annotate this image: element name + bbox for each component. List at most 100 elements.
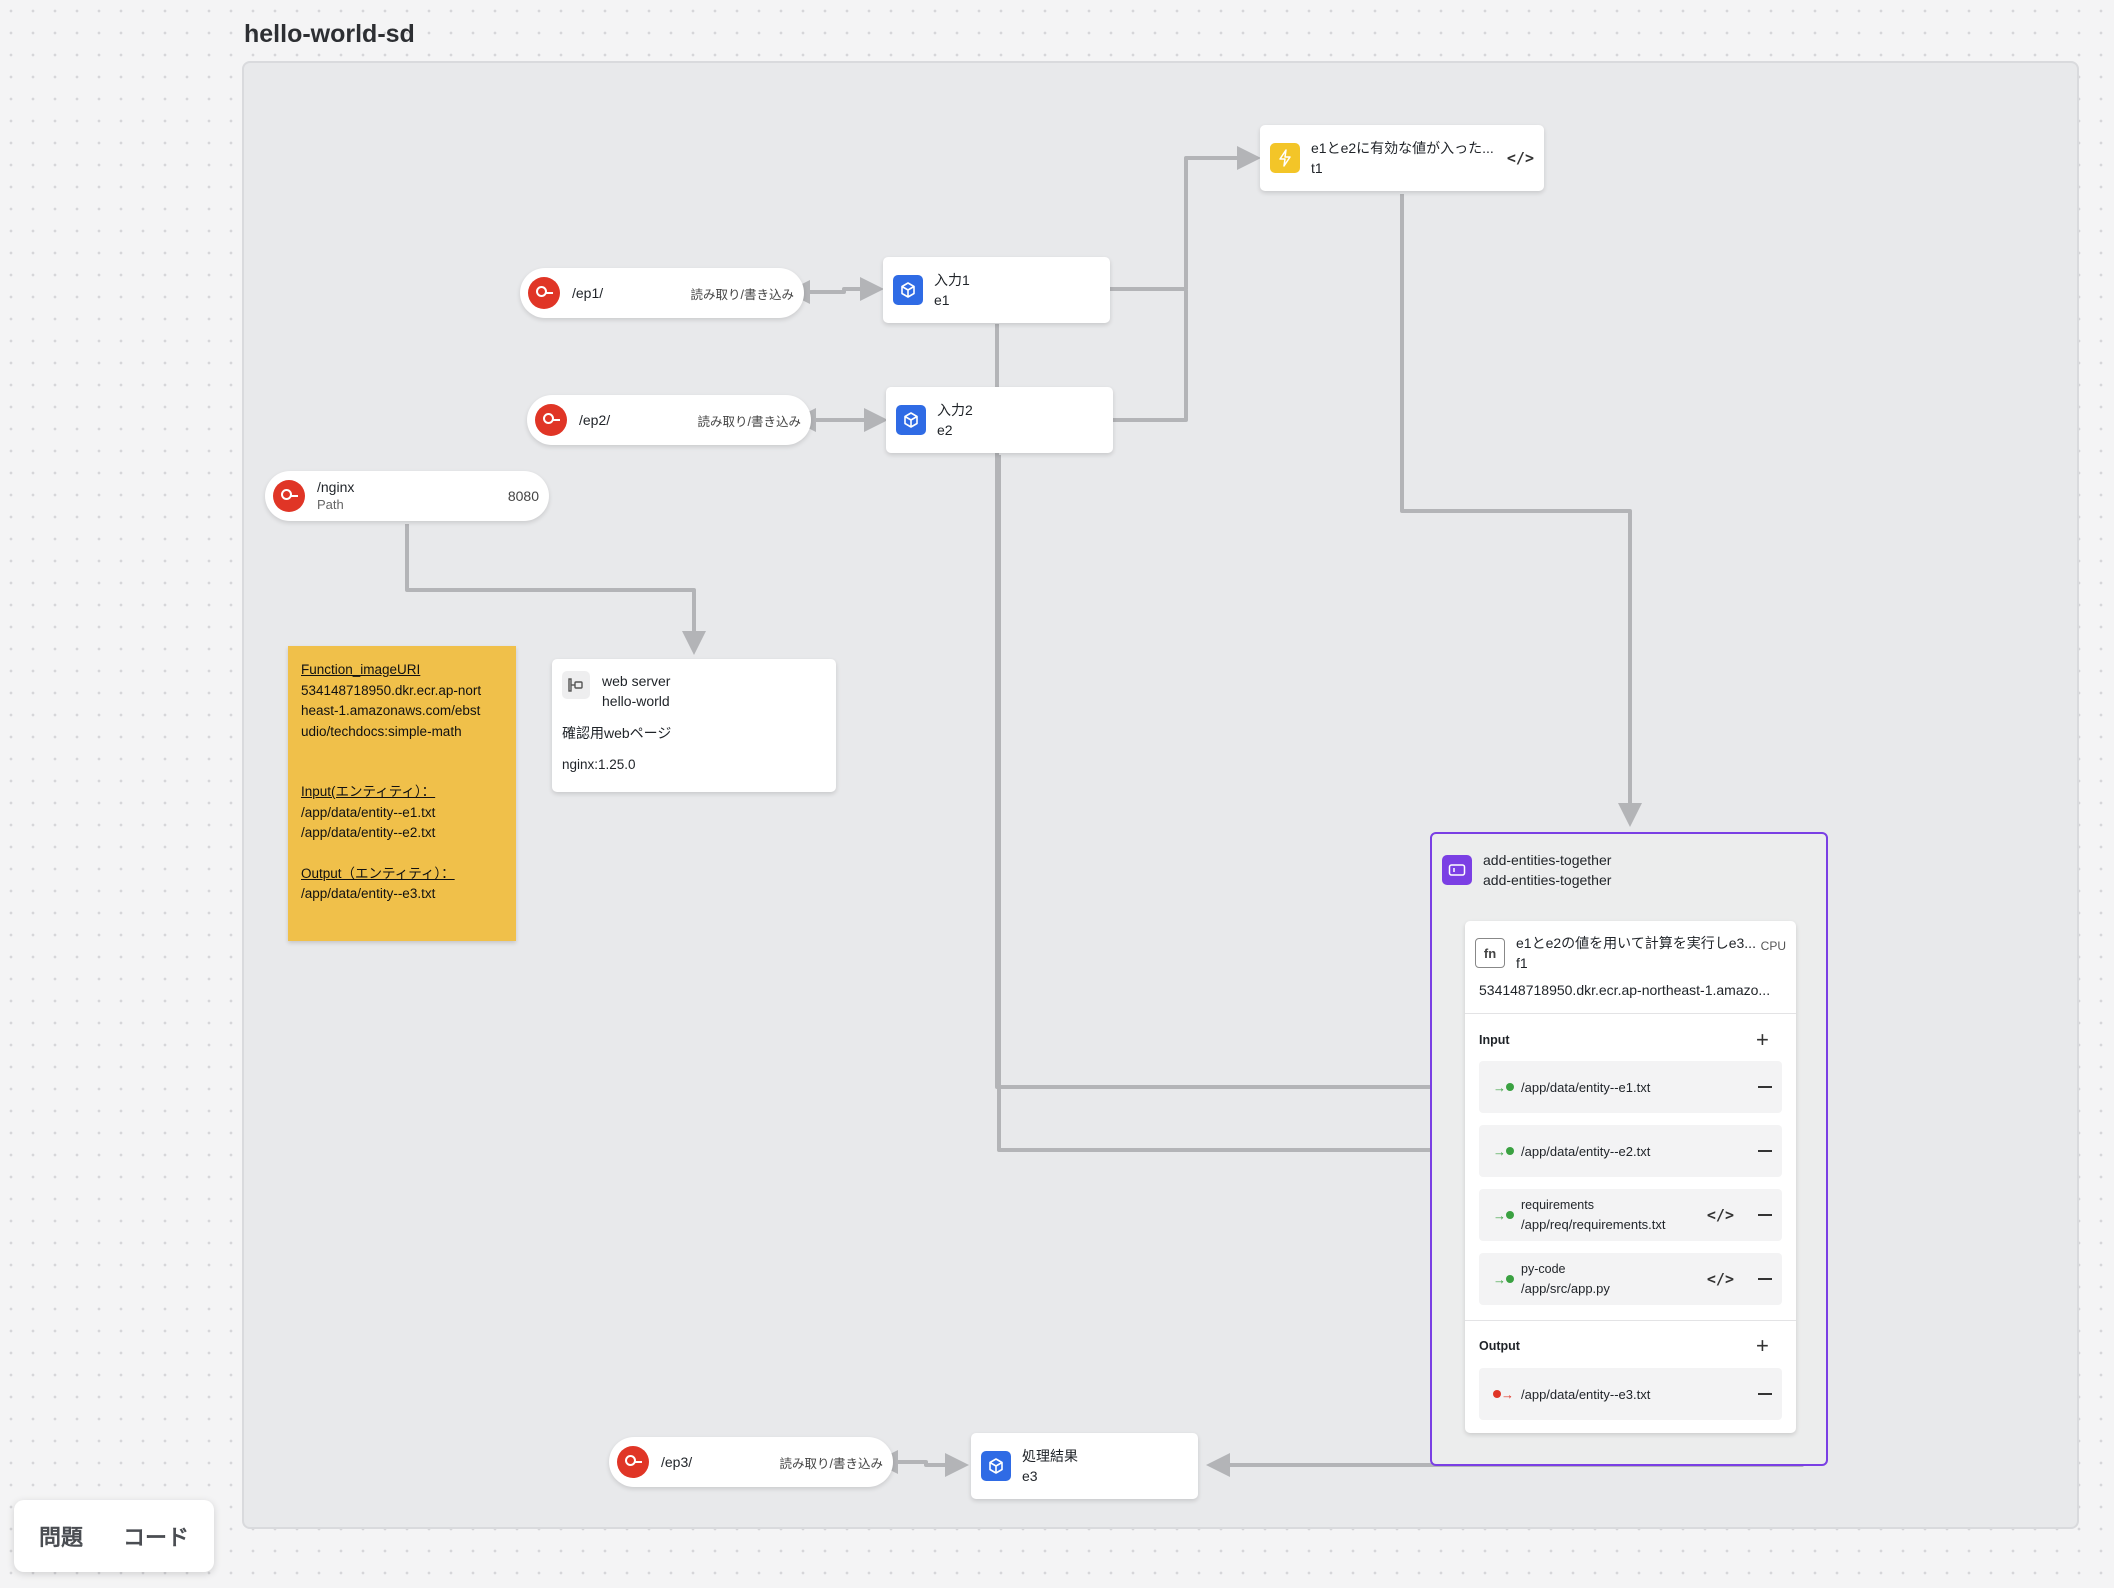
output-connector-icon: → <box>1493 1387 1521 1402</box>
input-path: /app/data/entity--e2.txt <box>1521 1143 1651 1159</box>
lightning-icon <box>1270 143 1300 173</box>
entity-id: e2 <box>937 422 953 438</box>
input-connector-icon: → <box>1493 1272 1521 1287</box>
note-line: 534148718950.dkr.ecr.ap-nort <box>301 682 482 698</box>
tab-issues[interactable]: 問題 <box>38 1525 83 1550</box>
sticky-note[interactable]: Function_imageURI 534148718950.dkr.ecr.a… <box>288 646 516 941</box>
remove-input-button[interactable] <box>1758 1214 1772 1216</box>
endpoint-port: 8080 <box>507 488 539 504</box>
input-path: /app/data/entity--e1.txt <box>1521 1079 1651 1095</box>
edge-nginx-webserver <box>405 524 706 655</box>
endpoint-nginx[interactable]: /nginx Path 8080 <box>265 471 549 521</box>
entity-text: 処理結果 e3 <box>1022 1446 1078 1486</box>
edge-t1-group <box>1400 194 1642 827</box>
function-f1[interactable]: fn e1とe2の値を用いて計算を実行しe3... f1 CPU 5341487… <box>1465 921 1796 1433</box>
trigger-id: t1 <box>1311 160 1323 176</box>
input-name: py-code <box>1521 1262 1566 1276</box>
endpoint-ep2[interactable]: /ep2/ 読み取り/書き込み <box>527 395 811 445</box>
group-id: add-entities-together <box>1483 872 1612 888</box>
entity-id: e1 <box>934 292 950 308</box>
group-text: add-entities-together add-entities-toget… <box>1483 850 1611 890</box>
entity-e3[interactable]: 処理結果 e3 <box>971 1433 1198 1499</box>
edge-ep3-e3 <box>874 1450 969 1477</box>
resource-badge: CPU <box>1760 939 1786 953</box>
input-path: /app/req/requirements.txt <box>1521 1217 1666 1232</box>
output-path: /app/data/entity--e3.txt <box>1521 1386 1651 1402</box>
web-server-description: 確認用webページ <box>562 725 672 741</box>
endpoint-icon <box>528 277 560 309</box>
fn-icon: fn <box>1475 938 1505 968</box>
note-line: /app/data/entity--e1.txt <box>301 804 436 820</box>
entity-e1[interactable]: 入力1 e1 <box>883 257 1110 323</box>
web-server-text: web server hello-world <box>602 671 670 711</box>
endpoint-ep1[interactable]: /ep1/ 読み取り/書き込み <box>520 268 804 318</box>
entity-text: 入力2 e2 <box>937 400 973 440</box>
input-connector-icon: → <box>1493 1080 1521 1095</box>
endpoint-ep3[interactable]: /ep3/ 読み取り/書き込み <box>609 1437 893 1487</box>
note-line: udio/techdocs:simple-math <box>301 723 462 739</box>
endpoint-type: Path <box>317 497 344 512</box>
cube-icon <box>896 405 926 435</box>
remove-output-button[interactable] <box>1758 1393 1772 1395</box>
endpoint-icon <box>273 480 305 512</box>
input-section-label: Input <box>1479 1033 1510 1047</box>
function-text: e1とe2の値を用いて計算を実行しe3... f1 <box>1516 933 1761 973</box>
entity-e2[interactable]: 入力2 e2 <box>886 387 1113 453</box>
input-connector-icon: → <box>1493 1144 1521 1159</box>
note-line: Output（エンティティ）： <box>301 865 455 881</box>
output-row[interactable]: → /app/data/entity--e3.txt <box>1479 1368 1782 1420</box>
divider <box>1465 1320 1796 1321</box>
input-text: requirements /app/req/requirements.txt <box>1521 1196 1707 1234</box>
input-row[interactable]: → py-code /app/src/app.py </> <box>1479 1253 1782 1305</box>
function-id: f1 <box>1516 955 1528 971</box>
input-row[interactable]: → /app/data/entity--e1.txt <box>1479 1061 1782 1113</box>
endpoint-mode: 読み取り/書き込み <box>690 287 794 302</box>
remove-input-button[interactable] <box>1758 1278 1772 1280</box>
cube-icon <box>893 275 923 305</box>
entity-id: e3 <box>1022 1468 1038 1484</box>
code-icon[interactable]: </> <box>1706 1270 1734 1288</box>
page-title: hello-world-sd <box>244 20 415 48</box>
add-output-button[interactable]: + <box>1756 1333 1769 1358</box>
tab-code[interactable]: コード <box>123 1525 190 1550</box>
endpoint-mode: 読み取り/書き込み <box>697 414 801 429</box>
note-line: /app/data/entity--e2.txt <box>301 825 436 840</box>
trigger-label: e1とe2に有効な値が入った... <box>1311 140 1494 156</box>
entity-label: 処理結果 <box>1022 1448 1078 1464</box>
function-label: e1とe2の値を用いて計算を実行しe3... <box>1516 935 1756 951</box>
input-row[interactable]: → requirements /app/req/requirements.txt… <box>1479 1189 1782 1241</box>
add-input-button[interactable]: + <box>1756 1027 1769 1052</box>
endpoint-path: /nginx <box>317 479 355 495</box>
endpoint-icon <box>617 1446 649 1478</box>
note-line: heast-1.amazonaws.com/ebst <box>301 703 481 718</box>
server-icon <box>562 671 590 699</box>
divider <box>1465 1013 1796 1014</box>
input-row[interactable]: → /app/data/entity--e2.txt <box>1479 1125 1782 1177</box>
endpoint-mode: 読み取り/書き込み <box>779 1456 883 1471</box>
trigger-t1[interactable]: e1とe2に有効な値が入った... t1 </> <box>1260 125 1544 191</box>
input-path: /app/src/app.py <box>1521 1281 1610 1296</box>
endpoint-path: /ep2/ <box>579 412 611 428</box>
group-icon <box>1442 855 1472 885</box>
group-name: add-entities-together <box>1483 852 1612 868</box>
web-server-name: web server <box>602 673 671 689</box>
note-line: Input(エンティティ）： <box>301 784 436 799</box>
web-server-id: hello-world <box>602 693 670 709</box>
remove-input-button[interactable] <box>1758 1086 1772 1088</box>
note-line: Function_imageURI <box>301 662 421 677</box>
note-line: /app/data/entity--e3.txt <box>301 886 436 901</box>
remove-input-button[interactable] <box>1758 1150 1772 1152</box>
cube-icon <box>981 1451 1011 1481</box>
input-connector-icon: → <box>1493 1208 1521 1223</box>
code-icon[interactable]: </> <box>1706 1206 1734 1224</box>
bottom-tabs: 問題 コード <box>14 1500 214 1572</box>
input-text: py-code /app/src/app.py <box>1521 1260 1707 1298</box>
edge-e1-t1 <box>1110 146 1261 291</box>
endpoint-icon <box>535 404 567 436</box>
web-server-image: nginx:1.25.0 <box>562 757 636 772</box>
entity-text: 入力1 e1 <box>934 270 970 310</box>
edge-e2-input <box>997 455 1478 1162</box>
entity-label: 入力2 <box>937 402 973 418</box>
code-icon[interactable]: </> <box>1506 149 1534 167</box>
web-server-node[interactable]: web server hello-world 確認用webページ nginx:1… <box>552 659 836 792</box>
